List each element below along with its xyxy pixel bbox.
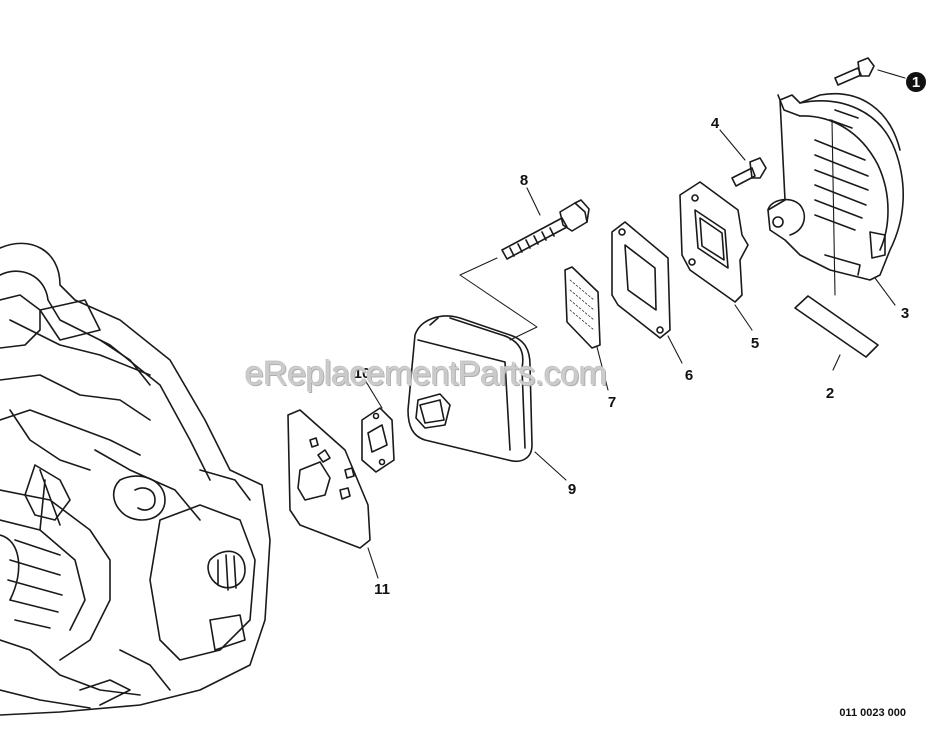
callout-6: 6 [685,367,693,384]
part-4-bolt [731,157,767,187]
bolt-axis-lines [459,257,538,341]
reference-code: 011 0023 000 [839,707,906,719]
part-3-cover [767,93,904,281]
callout-8: 8 [520,172,528,189]
part-10-gasket [361,407,395,473]
callout-5: 5 [751,335,759,352]
callout-9: 9 [568,481,576,498]
leader-lines [364,69,906,579]
part-7-screen [564,266,601,349]
callout-2: 2 [826,385,834,402]
callout-1-badge [906,72,926,92]
part-5-flange [679,181,749,303]
callout-4: 4 [711,115,720,132]
callout-7: 7 [608,394,616,411]
callout-1: 1 [912,74,920,91]
part-6-gasket [611,221,671,339]
engine-housing [0,242,271,716]
part-8-bolt [501,199,590,260]
part-2-label [794,295,879,358]
callout-3: 3 [901,305,909,322]
part-1-screw [834,57,875,86]
callout-10: 10 [354,365,371,382]
part-9-muffler [407,315,533,462]
part-11-gasket [287,409,371,549]
callout-11: 11 [374,581,390,598]
